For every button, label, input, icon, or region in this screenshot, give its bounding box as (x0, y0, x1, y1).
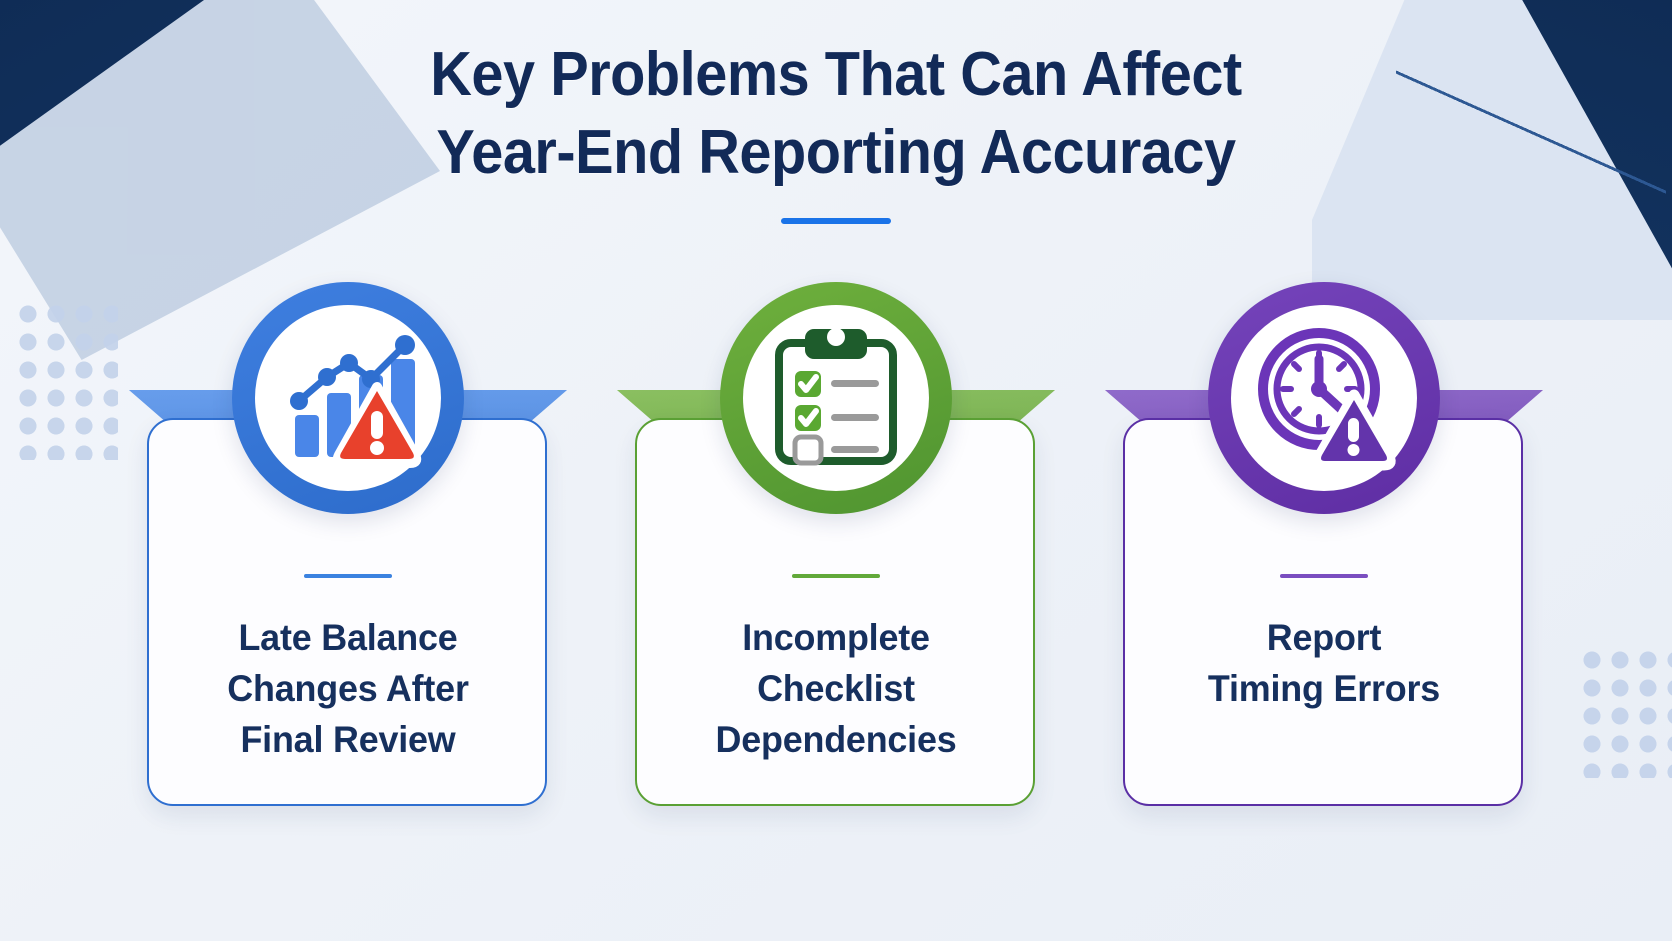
card-accent-bar (792, 574, 880, 578)
card-label-line-3: Dependencies (715, 719, 957, 760)
card-late-balance-changes[interactable]: Late Balance Changes After Final Review (129, 282, 567, 808)
title-accent-bar (781, 218, 891, 224)
card-report-timing-errors[interactable]: Report Timing Errors (1105, 282, 1543, 808)
clock-warning-icon (1231, 305, 1417, 491)
card-accent-bar (304, 574, 392, 578)
page-title-line-1: Key Problems That Can Affect (430, 40, 1242, 109)
card-label-line-1: Incomplete (742, 617, 930, 658)
card-label-line-2: Changes After (227, 668, 469, 709)
card-label: Late Balance Changes After Final Review (176, 612, 519, 765)
card-label: Incomplete Checklist Dependencies (664, 612, 1007, 765)
clipboard-checklist-icon (743, 305, 929, 491)
cards-row: Late Balance Changes After Final Review (0, 282, 1672, 808)
card-text: Late Balance Changes After Final Review (147, 574, 549, 765)
icon-badge (232, 282, 464, 514)
card-text: Incomplete Checklist Dependencies (635, 574, 1037, 765)
icon-badge (1208, 282, 1440, 514)
card-label: Report Timing Errors (1152, 612, 1495, 714)
card-label-line-2: Checklist (757, 668, 915, 709)
page-title-line-2: Year-End Reporting Accuracy (436, 118, 1236, 187)
card-incomplete-checklist[interactable]: Incomplete Checklist Dependencies (617, 282, 1055, 808)
card-accent-bar (1280, 574, 1368, 578)
card-label-line-3: Final Review (240, 719, 456, 760)
page-title: Key Problems That Can Affect Year-End Re… (59, 36, 1614, 192)
icon-badge (720, 282, 952, 514)
card-text: Report Timing Errors (1123, 574, 1525, 714)
header: Key Problems That Can Affect Year-End Re… (0, 36, 1672, 224)
card-label-line-1: Report (1266, 617, 1382, 658)
card-label-line-2: Timing Errors (1207, 668, 1441, 709)
bar-chart-warning-icon (255, 305, 441, 491)
card-label-line-1: Late Balance (238, 617, 458, 658)
